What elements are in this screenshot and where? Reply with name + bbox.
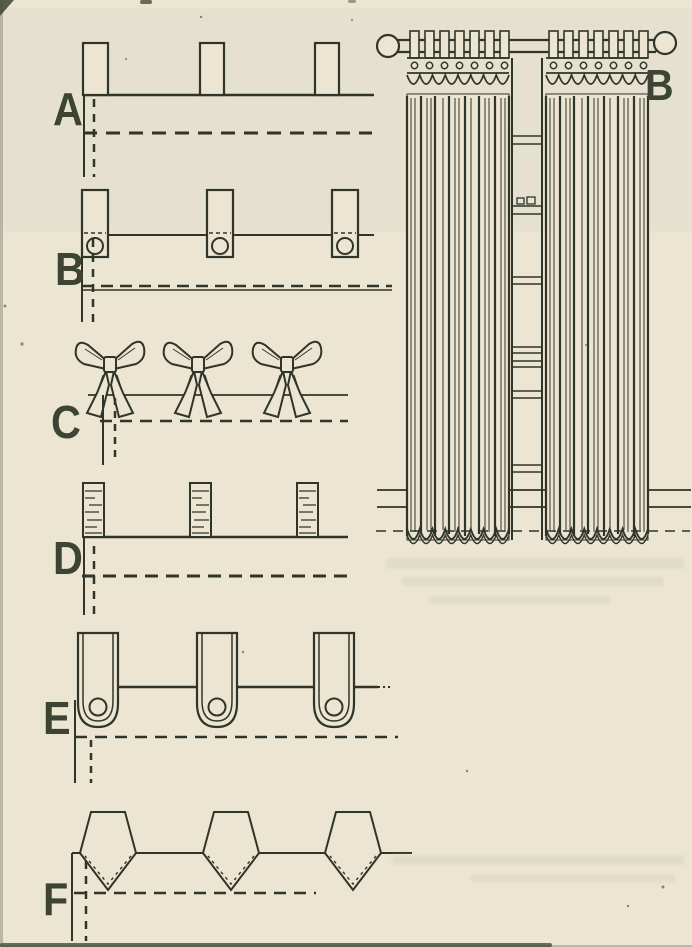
scan-artifact-bottom-edge [0, 945, 692, 947]
print-bleed-through [402, 577, 664, 586]
figure-e-rounded-tab-diagram [74, 631, 398, 783]
print-bleed-through [430, 596, 610, 604]
curtains-on-pole-illustration [375, 30, 691, 545]
figure-label-f: F [43, 873, 69, 925]
figure-a-plain-tab-diagram [81, 41, 374, 177]
print-bleed-through [470, 874, 675, 882]
figure-c-bow-tie-diagram [74, 340, 348, 465]
window-latch-icon [516, 197, 525, 205]
figure-label-b: B [55, 243, 85, 295]
scan-artifact-bottom-edge [0, 943, 552, 947]
right-finial-icon [652, 30, 678, 56]
left-finial-icon [375, 33, 401, 59]
figure-label-e: E [43, 692, 71, 744]
window-frame [511, 58, 543, 540]
figure-d-striped-tab-diagram [82, 482, 348, 617]
scan-artifact-top-mark [348, 0, 356, 3]
scan-artifact-top-mark [140, 0, 152, 4]
scan-noise-specks [3, 15, 665, 908]
scan-artifact-left-edge [0, 0, 3, 947]
right-curtain-panel [544, 92, 650, 545]
figure-b-buttoned-tab-diagram [80, 188, 392, 322]
print-bleed-through [386, 558, 684, 569]
figure-label-d: D [53, 532, 83, 584]
figure-f-pointed-tab-diagram [71, 811, 412, 941]
print-bleed-through [392, 855, 684, 865]
main-illustration-label: B [645, 61, 674, 110]
left-curtain-panel [405, 92, 511, 545]
figure-label-c: C [51, 396, 81, 448]
figure-label-a: A [53, 83, 83, 135]
